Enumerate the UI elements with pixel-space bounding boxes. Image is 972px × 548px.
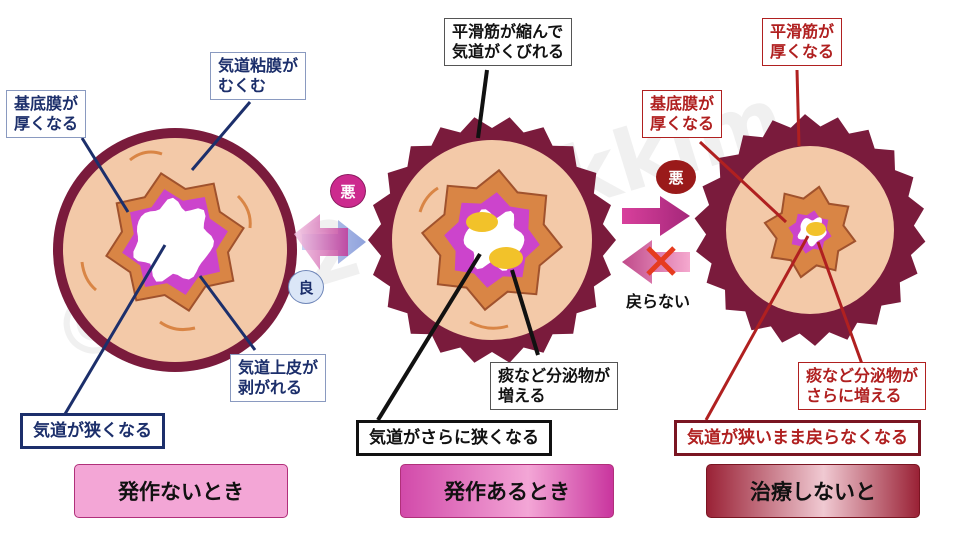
label-epithelium-peeling: 気道上皮が 剥がれる [230,354,327,402]
airway-untreated [694,114,926,346]
label-secretion-increase: 痰など分泌物が 増える [490,362,619,410]
leader-line [704,235,810,421]
airway-lumen [133,197,214,282]
arrow-forward [622,196,690,236]
caption-untreated: 治療しないと [706,464,920,518]
leader-line [510,269,540,356]
label-basement-membrane-2: 基底膜が 厚くなる [642,90,723,138]
leader-line [376,252,482,422]
label-mucosa-swelling: 気道粘膜が むくむ [210,52,307,100]
secretion-blob [466,212,498,232]
cross-mark [646,246,676,276]
airway-attack [368,117,616,363]
leader-line [198,275,257,351]
label-basement-membrane: 基底膜が 厚くなる [6,90,87,138]
secretion-blob [806,222,826,236]
caption-no-attack: 発作ないとき [74,464,288,518]
arrow-better [294,214,348,270]
label-airway-narrow: 気道が狭くなる [20,413,165,449]
label-smooth-muscle-contract: 平滑筋が縮んで 気道がくびれる [444,18,573,66]
leader-line [476,69,489,139]
airway-normal [53,128,297,372]
mucosa-fold [418,186,439,213]
leader-line [795,69,801,147]
leader-line [698,140,788,224]
caption-attack: 発作あるとき [400,464,614,518]
mucosa-fold [159,320,196,331]
leader-line [816,241,864,365]
mucosa-fold [129,150,163,162]
leader-line [80,137,130,213]
mucosa-fold [80,261,97,292]
label-smooth-muscle-thick: 平滑筋が 厚くなる [762,18,843,66]
label-airway-not-recover: 気道が狭いまま戻らなくなる [674,420,921,456]
badge-worse: 悪 [330,174,366,208]
badge-better: 良 [288,270,324,304]
label-no-return: 戻らない [626,292,691,311]
secretion-blob [489,247,523,269]
label-secretion-increase-more: 痰など分泌物が さらに増える [798,362,927,410]
label-airway-narrower: 気道がさらに狭くなる [356,420,552,456]
badge-worse-2: 悪 [656,160,696,194]
mucosa-fold [469,320,509,330]
mucosa-fold [236,194,252,229]
leader-line [190,101,252,171]
arrow-back-blocked [622,240,690,284]
leader-line [63,244,167,415]
